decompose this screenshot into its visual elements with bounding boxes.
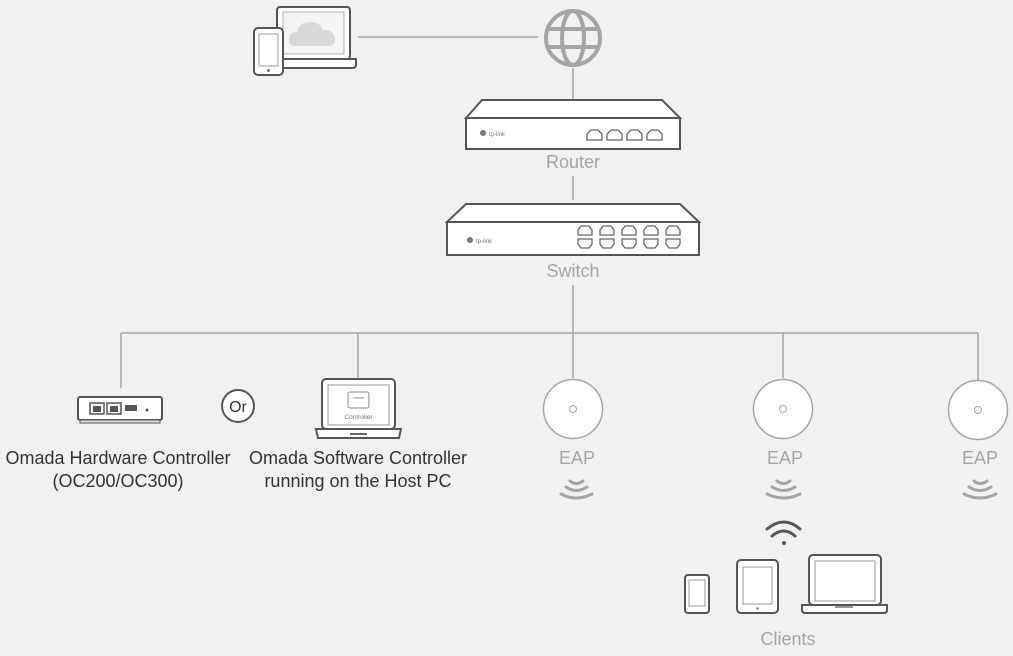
laptop-icon	[801, 554, 888, 614]
switch-icon	[444, 203, 702, 256]
wifi-icon	[765, 479, 802, 500]
software-controller-label-line2: running on the Host PC	[264, 471, 452, 491]
eap-icon	[752, 378, 814, 440]
router-label: Router	[545, 152, 601, 172]
software-controller-laptop-icon	[314, 378, 403, 439]
switch-label: Switch	[546, 261, 600, 281]
hardware-controller-label-line1: Omada Hardware Controller	[5, 448, 231, 468]
router-icon	[463, 99, 683, 150]
tablet-icon	[736, 559, 779, 614]
eap-label: EAP	[961, 448, 999, 468]
phone-icon	[684, 574, 710, 614]
switch-brand-text: tp-link	[476, 239, 493, 245]
cloud-icon	[288, 22, 336, 46]
router-brand-text: tp-link	[489, 132, 506, 138]
eap-icon	[542, 378, 604, 440]
connection-lines	[120, 36, 979, 388]
laptop-logo-text: omada	[353, 396, 364, 400]
hardware-controller-label-line2: (OC200/OC300)	[52, 471, 184, 491]
clients-label: Clients	[760, 629, 816, 649]
software-controller-label-line1: Omada Software Controller	[248, 448, 468, 468]
laptop-screen-text: Controller	[344, 414, 373, 421]
wifi-icon	[765, 520, 802, 545]
eap-label: EAP	[558, 448, 596, 468]
eap-label: EAP	[766, 448, 804, 468]
hardware-controller-icon	[77, 396, 163, 424]
wifi-icon	[962, 479, 998, 500]
wifi-icon	[559, 479, 594, 500]
globe-icon	[544, 9, 602, 67]
or-badge	[221, 389, 255, 423]
remote-phone-icon	[253, 27, 284, 76]
or-text: Or	[229, 399, 247, 416]
eap-icon	[947, 379, 1009, 441]
